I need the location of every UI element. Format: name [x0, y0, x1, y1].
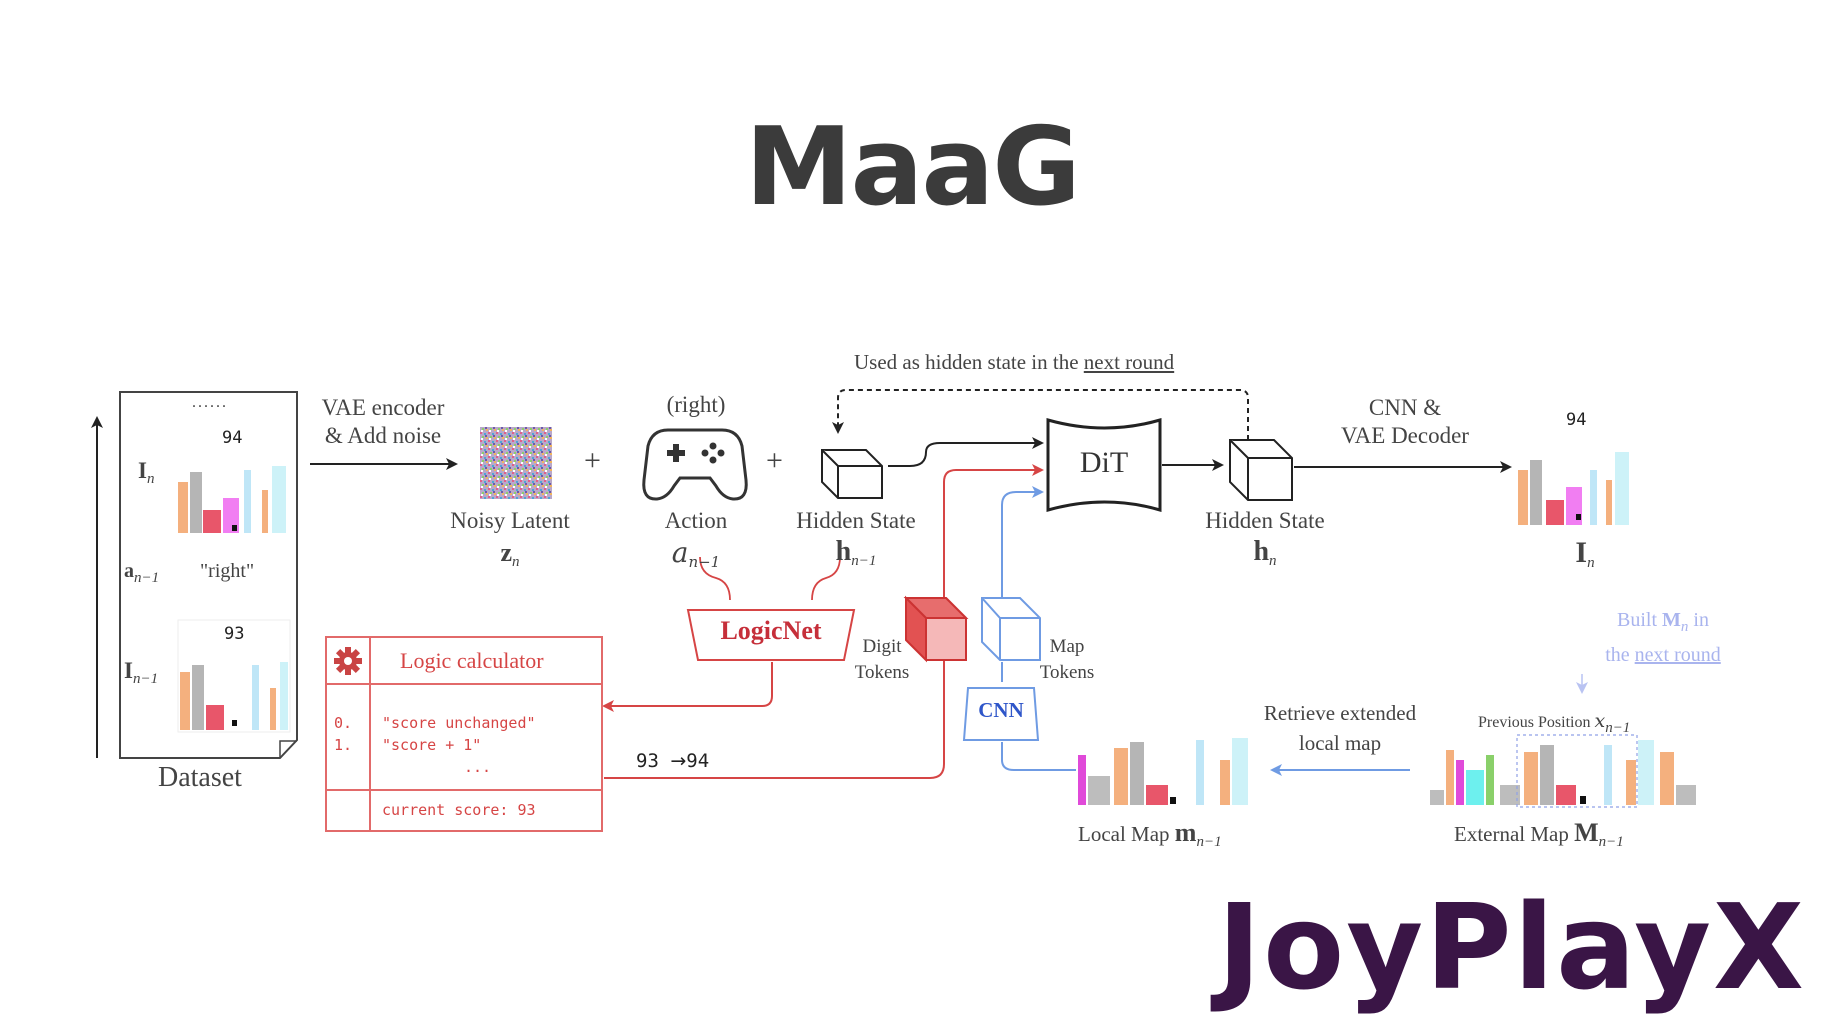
- logic-calc-row-nums: 0.1.: [334, 714, 353, 754]
- cnn-block: [962, 687, 1040, 741]
- vae-label: VAE encoder& Add noise: [321, 395, 445, 448]
- dataset-frame-top: [178, 420, 290, 535]
- external-map-label: External Map Mn−1: [1454, 818, 1624, 850]
- plus-1: +: [584, 444, 601, 477]
- plus-2: +: [766, 444, 783, 477]
- hidden-next-label: Hidden State: [1205, 508, 1325, 533]
- logic-calculator-box: [325, 636, 603, 832]
- noisy-latent-symbol: zn: [500, 538, 520, 570]
- logic-calc-rows: "score unchanged""score + 1": [382, 714, 536, 754]
- dataset-action-label: an−1: [124, 560, 160, 586]
- output-score: 94: [1566, 410, 1587, 430]
- dataset-frame-bottom-score: 93: [224, 624, 245, 644]
- dataset-action-value: "right": [200, 560, 255, 582]
- hidden-prev-label: Hidden State: [796, 508, 916, 533]
- dit-label: DiT: [1079, 446, 1129, 479]
- dataset-caption: Dataset: [158, 762, 242, 793]
- built-next-label: Built Mn in the next round: [1605, 609, 1721, 666]
- score-transition: 93 →94: [636, 750, 710, 772]
- noisy-latent-label: Noisy Latent: [450, 508, 570, 533]
- dataset-frame-bottom-label: In−1: [124, 658, 159, 687]
- cnn-label: CNN: [978, 698, 1024, 722]
- hidden-state-prev-cube: [821, 449, 883, 499]
- hidden-prev-symbol: hn−1: [835, 536, 877, 569]
- logic-calc-current-score: current score: 93: [382, 801, 536, 819]
- output-symbol: In: [1575, 536, 1595, 571]
- logicnet-block: [686, 609, 856, 661]
- noisy-latent-image: [480, 427, 552, 499]
- logicnet-to-calc-arrow: [602, 662, 773, 712]
- page-title: MaaG: [745, 105, 1081, 230]
- dataset-dots: ......: [192, 394, 228, 411]
- logic-calc-ellipsis: ...: [464, 758, 492, 776]
- logicnet-label: LogicNet: [720, 616, 822, 645]
- action-top-label: (right): [666, 392, 726, 417]
- local-map-image: [1076, 735, 1266, 805]
- hidden-state-next-cube: [1229, 439, 1293, 501]
- hidden-to-dit-arrow: [888, 437, 1044, 467]
- action-symbol: an−1: [671, 536, 721, 571]
- gear-icon: [334, 647, 362, 675]
- decoder-label: CNN &VAE Decoder: [1341, 395, 1469, 448]
- local-map-label: Local Map mn−1: [1078, 818, 1222, 850]
- gamepad-icon: [642, 428, 748, 501]
- feedback-dashed-line: [832, 389, 1249, 440]
- dataset-frame-top-label: In: [138, 458, 155, 487]
- logic-calc-title: Logic calculator: [400, 648, 544, 673]
- map-to-dit-line: [1001, 492, 1042, 682]
- prev-position-label: Previous Position xn−1: [1478, 710, 1631, 736]
- map-tokens-cube: [981, 597, 1041, 661]
- dataset-frame-bottom: [177, 619, 291, 733]
- dit-block: [1046, 418, 1162, 512]
- digit-tokens-cube: [903, 595, 969, 663]
- external-map-image: [1428, 734, 1700, 808]
- feedback-label: Used as hidden state in the next round: [854, 350, 1175, 374]
- joyplayx-logo: JoyPlayX: [1217, 878, 1806, 1016]
- output-frame: [1515, 410, 1635, 525]
- action-label: Action: [664, 508, 728, 533]
- hidden-next-symbol: hn: [1253, 536, 1277, 569]
- dataset-frame-top-score: 94: [222, 428, 243, 448]
